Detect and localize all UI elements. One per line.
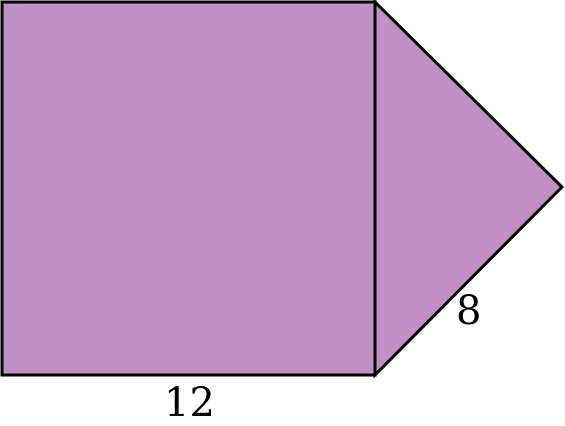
square-side-label: 12 xyxy=(164,380,215,426)
composite-shape-svg xyxy=(0,0,565,379)
triangle-leg-label: 8 xyxy=(456,288,482,334)
square-shape xyxy=(0,0,377,377)
